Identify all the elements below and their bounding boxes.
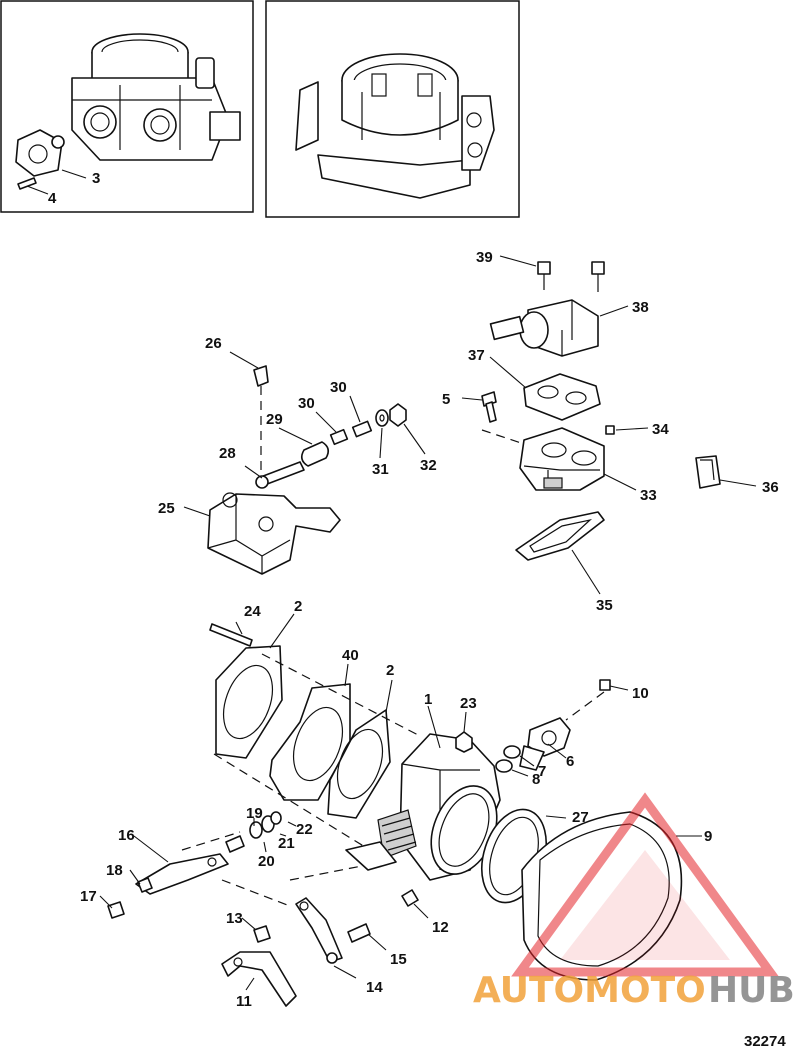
callout-33: 33 (640, 487, 657, 504)
callout-11: 11 (236, 993, 252, 1010)
watermark-text-primary: AUTOMOTO (473, 970, 706, 1011)
watermark-text-secondary: HUB (708, 970, 795, 1011)
callout-35: 35 (596, 597, 613, 614)
callout-15: 15 (390, 951, 407, 968)
callout-8: 8 (532, 771, 540, 788)
callout-24: 24 (244, 603, 261, 620)
callout-19: 19 (246, 805, 263, 822)
callout-9: 9 (704, 828, 712, 845)
callout-6: 6 (566, 753, 574, 770)
callout-30a: 30 (298, 395, 315, 412)
watermark-triangle-icon (511, 792, 779, 977)
callout-29: 29 (266, 411, 283, 428)
callout-30b: 30 (330, 379, 347, 396)
callout-34: 34 (652, 421, 669, 438)
callout-16: 16 (118, 827, 135, 844)
callout-27: 27 (572, 809, 589, 826)
callout-28: 28 (219, 445, 236, 462)
callout-14: 14 (366, 979, 383, 996)
callout-12: 12 (432, 919, 449, 936)
callout-1: 1 (424, 691, 432, 708)
callout-26: 26 (205, 335, 222, 352)
callout-13: 13 (226, 910, 243, 927)
throttle-body-group: 24 2 40 2 1 23 10 6 7 8 27 9 12 19 20 21… (80, 598, 712, 1010)
callout-22: 22 (296, 821, 313, 838)
idle-air-control-group: 39 38 37 5 34 33 36 35 (442, 249, 779, 614)
inset-throttle-body-right (265, 0, 520, 218)
callout-25: 25 (158, 500, 175, 517)
callout-40: 40 (342, 647, 359, 664)
callout-2b: 2 (386, 662, 394, 679)
callout-38: 38 (632, 299, 649, 316)
callout-5: 5 (442, 391, 450, 408)
watermark-logo: AUTOMOTO HUB (473, 792, 795, 1011)
inset-throttle-body-left: 3 4 (0, 0, 254, 213)
bracket-assembly-25: 26 29 30 30 31 32 28 25 (158, 335, 437, 575)
callout-7: 7 (538, 763, 546, 780)
callout-21: 21 (278, 835, 295, 852)
callout-37: 37 (468, 347, 485, 364)
callout-39: 39 (476, 249, 493, 266)
callout-10: 10 (632, 685, 649, 702)
callout-20: 20 (258, 853, 275, 870)
callout-32: 32 (420, 457, 437, 474)
callout-23: 23 (460, 695, 477, 712)
callout-3: 3 (92, 170, 100, 187)
callout-2a: 2 (294, 598, 302, 615)
callout-31: 31 (372, 461, 389, 478)
callout-17: 17 (80, 888, 97, 905)
figure-number: 32274 (744, 1033, 786, 1050)
callout-36: 36 (762, 479, 779, 496)
callout-4: 4 (48, 190, 57, 207)
callout-18: 18 (106, 862, 123, 879)
